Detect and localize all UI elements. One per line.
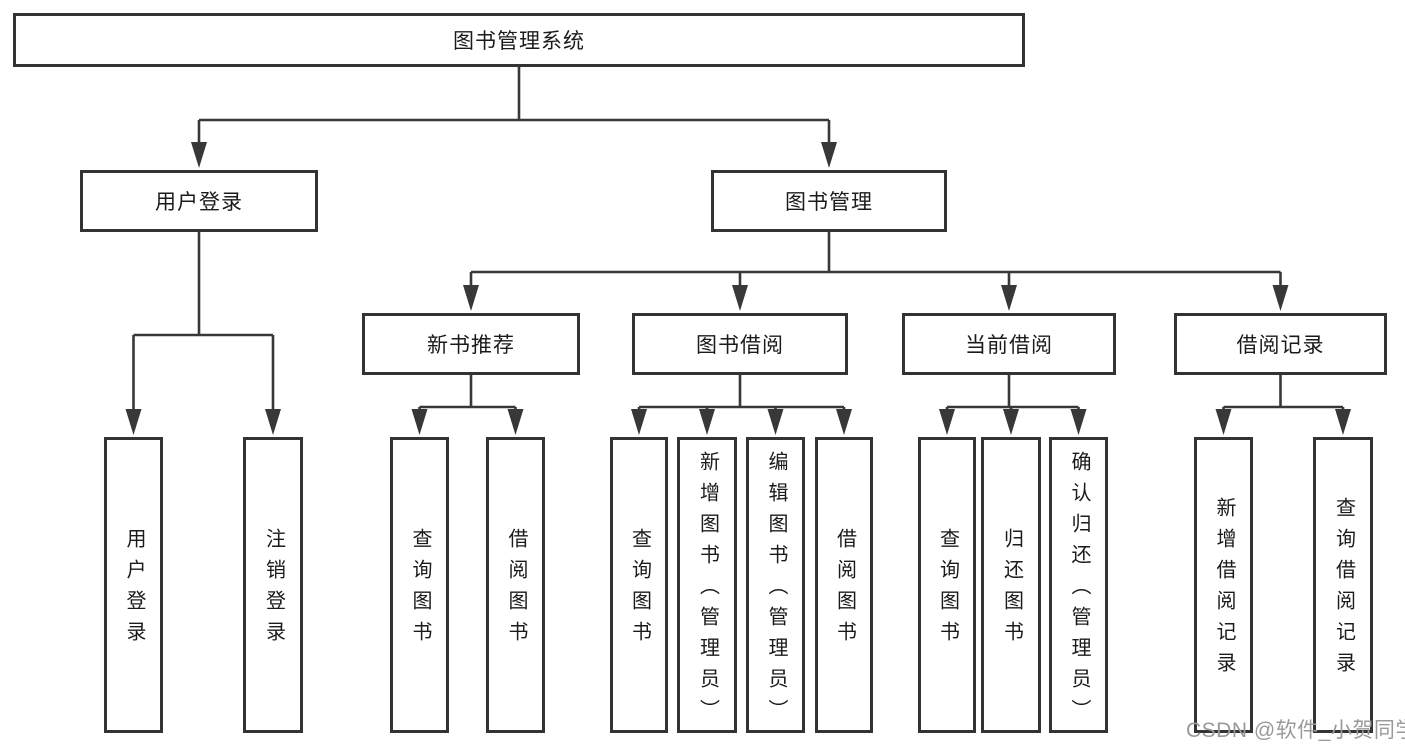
connector-user-branch (125, 232, 281, 435)
arrow-down-icon (631, 409, 647, 435)
leaf-borrow-books-2: 借阅图书 (815, 437, 873, 733)
leaf-query-books-3-label: 查询图书 (936, 528, 959, 652)
arrow-down-icon (1001, 285, 1017, 311)
connector-current-borrow-section (939, 375, 1087, 435)
arrow-down-icon (1272, 285, 1289, 311)
leaf-return-books-label: 归还图书 (1000, 528, 1023, 652)
leaf-query-books-2: 查询图书 (610, 437, 668, 733)
leaf-borrow-books-1-label: 借阅图书 (505, 528, 527, 652)
connector-borrow-records-section (1215, 375, 1351, 435)
node-section-book-borrow: 图书借阅 (632, 313, 848, 375)
node-section-current-borrow-label: 当前借阅 (965, 334, 1053, 357)
leaf-user-login-label: 用户登录 (123, 528, 145, 652)
node-user-login-branch-label: 用户登录 (155, 191, 243, 214)
leaf-logout: 注销登录 (243, 437, 303, 733)
node-section-borrow-records: 借阅记录 (1174, 313, 1387, 375)
arrow-down-icon (1215, 409, 1232, 435)
node-book-management-branch-label: 图书管理 (785, 191, 873, 214)
leaf-borrow-books-2-label: 借阅图书 (833, 528, 856, 652)
leaf-edit-books-admin-label: 编辑图书（管理员） (765, 450, 787, 730)
leaf-query-borrow-record-label: 查询借阅记录 (1332, 497, 1355, 683)
arrow-down-icon (1003, 409, 1019, 435)
leaf-return-books: 归还图书 (981, 437, 1041, 733)
leaf-borrow-books-1: 借阅图书 (486, 437, 545, 733)
leaf-logout-label: 注销登录 (262, 528, 285, 652)
leaf-confirm-return-admin-label: 确认归还（管理员） (1068, 450, 1090, 730)
connector-book-borrow-section (631, 375, 852, 435)
arrow-down-icon (821, 142, 837, 168)
arrow-down-icon (767, 409, 784, 435)
leaf-query-books-1: 查询图书 (390, 437, 449, 733)
arrow-down-icon (836, 409, 852, 435)
leaf-user-login: 用户登录 (104, 437, 163, 733)
csdn-watermark: CSDN @软件_小贺同学 (1186, 719, 1405, 742)
node-user-login-branch: 用户登录 (80, 170, 318, 232)
leaf-edit-books-admin: 编辑图书（管理员） (746, 437, 805, 733)
node-section-book-borrow-label: 图书借阅 (696, 334, 784, 357)
connector-new-book-section (411, 375, 524, 435)
leaf-add-books-admin-label: 新增图书（管理员） (696, 450, 719, 730)
arrow-down-icon (125, 409, 142, 435)
node-section-new-book-recommend: 新书推荐 (362, 313, 580, 375)
leaf-add-books-admin: 新增图书（管理员） (677, 437, 737, 733)
leaf-confirm-return-admin: 确认归还（管理员） (1049, 437, 1108, 733)
leaf-add-borrow-record: 新增借阅记录 (1194, 437, 1253, 733)
arrow-down-icon (1335, 409, 1351, 435)
node-section-new-book-recommend-label: 新书推荐 (427, 334, 515, 357)
node-root: 图书管理系统 (13, 13, 1025, 67)
connector-root-to-level2 (191, 66, 837, 168)
node-section-borrow-records-label: 借阅记录 (1236, 334, 1325, 357)
node-book-management-branch: 图书管理 (711, 170, 947, 232)
arrow-down-icon (699, 409, 715, 435)
leaf-query-books-2-label: 查询图书 (628, 528, 651, 652)
arrow-down-icon (939, 409, 955, 435)
leaf-query-books-3: 查询图书 (918, 437, 976, 733)
leaf-add-borrow-record-label: 新增借阅记录 (1213, 497, 1235, 683)
leaf-query-borrow-record: 查询借阅记录 (1313, 437, 1373, 733)
arrow-down-icon (507, 409, 524, 435)
arrow-down-icon (732, 285, 748, 311)
node-root-label: 图书管理系统 (453, 30, 585, 53)
arrow-down-icon (1070, 409, 1087, 435)
leaf-query-books-1-label: 查询图书 (409, 528, 431, 652)
arrow-down-icon (463, 285, 479, 311)
connector-book-branch-to-sections (463, 232, 1289, 311)
node-section-current-borrow: 当前借阅 (902, 313, 1116, 375)
arrow-down-icon (411, 409, 428, 435)
arrow-down-icon (265, 409, 281, 435)
arrow-down-icon (191, 142, 207, 168)
